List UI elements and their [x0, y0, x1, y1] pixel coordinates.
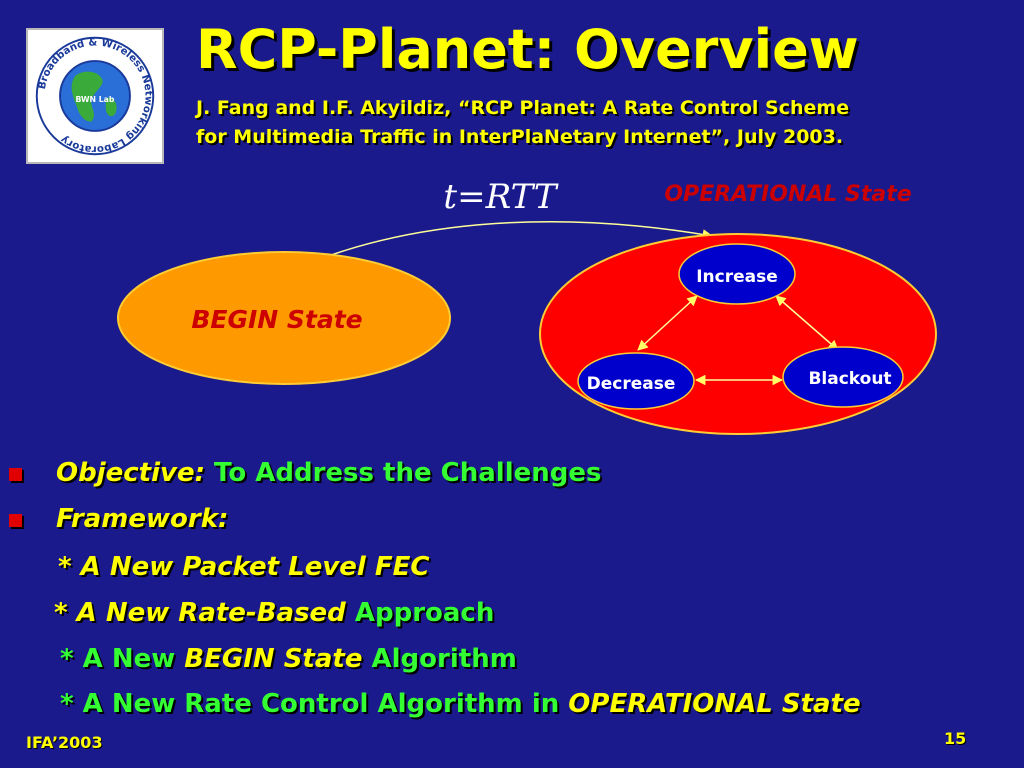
- citation: J. Fang and I.F. Akyildiz, “RCP Planet: …: [196, 94, 996, 152]
- globe-logo-icon: Broadband & Wireless Networking Laborato…: [35, 36, 155, 156]
- begin-state-label: BEGIN State: [191, 305, 362, 334]
- item-fec-text: A New Packet Level FEC: [80, 552, 430, 582]
- item-rate-control-prefix: * A New Rate Control Algorithm in: [60, 689, 569, 719]
- logo-center-text: BWN Lab: [76, 95, 115, 104]
- blackout-state: [782, 346, 904, 408]
- decrease-state-label: Decrease: [587, 374, 676, 394]
- item-rate-based-text: A New Rate-Based: [76, 598, 355, 628]
- decrease-state: [577, 352, 695, 410]
- footer-conference: IFA’2003: [26, 733, 103, 752]
- transition-label: t=RTT: [443, 177, 558, 217]
- lab-logo: Broadband & Wireless Networking Laborato…: [26, 28, 164, 164]
- operational-state-label: OPERATIONAL State: [664, 182, 911, 207]
- item-star: *: [54, 598, 77, 628]
- item-star: *: [58, 552, 81, 582]
- citation-line-1: J. Fang and I.F. Akyildiz, “RCP Planet: …: [196, 97, 850, 119]
- framework-item-rate-control: * A New Rate Control Algorithm in OPERAT…: [60, 689, 861, 719]
- state-diagram: t=RTT OPERATIONAL State BEGIN State Incr…: [117, 177, 937, 435]
- increase-blackout-arrow: [775, 295, 839, 351]
- increase-decrease-arrow: [637, 295, 698, 351]
- objective-text: To Address the Challenges: [205, 458, 602, 488]
- slide-title: RCP-Planet: Overview: [196, 18, 859, 81]
- item-begin-prefix: * A New: [60, 644, 185, 674]
- begin-state-ellipse: [117, 251, 451, 385]
- page-number: 15: [944, 729, 967, 748]
- increase-state: [678, 243, 796, 305]
- item-begin-state: BEGIN State: [184, 644, 363, 674]
- framework-item-rate-based: * A New Rate-Based Approach: [54, 598, 494, 628]
- citation-line-2: for Multimedia Traffic in InterPlaNetary…: [196, 126, 844, 148]
- bullet-list: Objective: To Address the Challenges Fra…: [0, 448, 1024, 728]
- framework-label: Framework:: [56, 504, 229, 534]
- increase-state-label: Increase: [696, 267, 778, 287]
- item-rate-based-tail: Approach: [354, 598, 495, 628]
- bullet-square-icon: [9, 514, 22, 527]
- objective-label: Objective:: [56, 458, 205, 488]
- blackout-state-label: Blackout: [808, 369, 891, 389]
- framework-item-begin: * A New BEGIN State Algorithm: [60, 644, 517, 674]
- bullet-framework: Framework:: [0, 502, 1024, 542]
- transition-arrow: [311, 220, 714, 263]
- bullet-square-icon: [9, 468, 22, 481]
- item-operational-state: OPERATIONAL State: [568, 689, 861, 719]
- bullet-objective: Objective: To Address the Challenges: [0, 454, 1024, 494]
- item-begin-suffix: Algorithm: [362, 644, 517, 674]
- framework-item-fec: * A New Packet Level FEC: [58, 552, 429, 582]
